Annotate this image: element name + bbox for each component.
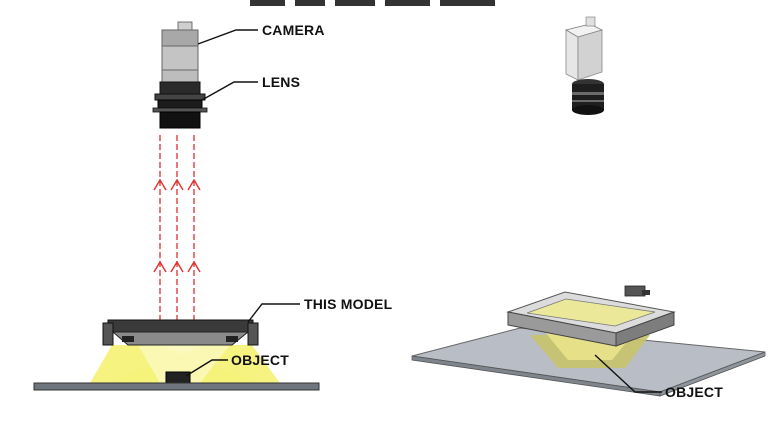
leader-lines-left bbox=[185, 29, 300, 377]
leader-lines-right bbox=[594, 354, 662, 393]
object-label-left: OBJECT bbox=[231, 352, 289, 368]
light-beam bbox=[90, 345, 280, 383]
this-model-label: THIS MODEL bbox=[304, 296, 393, 312]
camera-3d-icon bbox=[564, 16, 604, 115]
top-cropped-shapes bbox=[250, 0, 495, 6]
object-left bbox=[165, 371, 191, 384]
right-3d-view bbox=[411, 16, 766, 397]
ring-light-side bbox=[102, 319, 259, 346]
object-label-right: OBJECT bbox=[665, 384, 723, 400]
lens-label: LENS bbox=[262, 74, 301, 90]
camera-label: CAMERA bbox=[262, 22, 325, 38]
base-plate-left bbox=[33, 382, 320, 391]
light-rays bbox=[159, 135, 195, 345]
ray-arrows bbox=[153, 178, 201, 273]
ring-light-3d bbox=[506, 285, 676, 347]
camera-icon bbox=[161, 21, 199, 83]
lens-icon bbox=[152, 81, 208, 129]
left-side-view bbox=[33, 21, 320, 391]
